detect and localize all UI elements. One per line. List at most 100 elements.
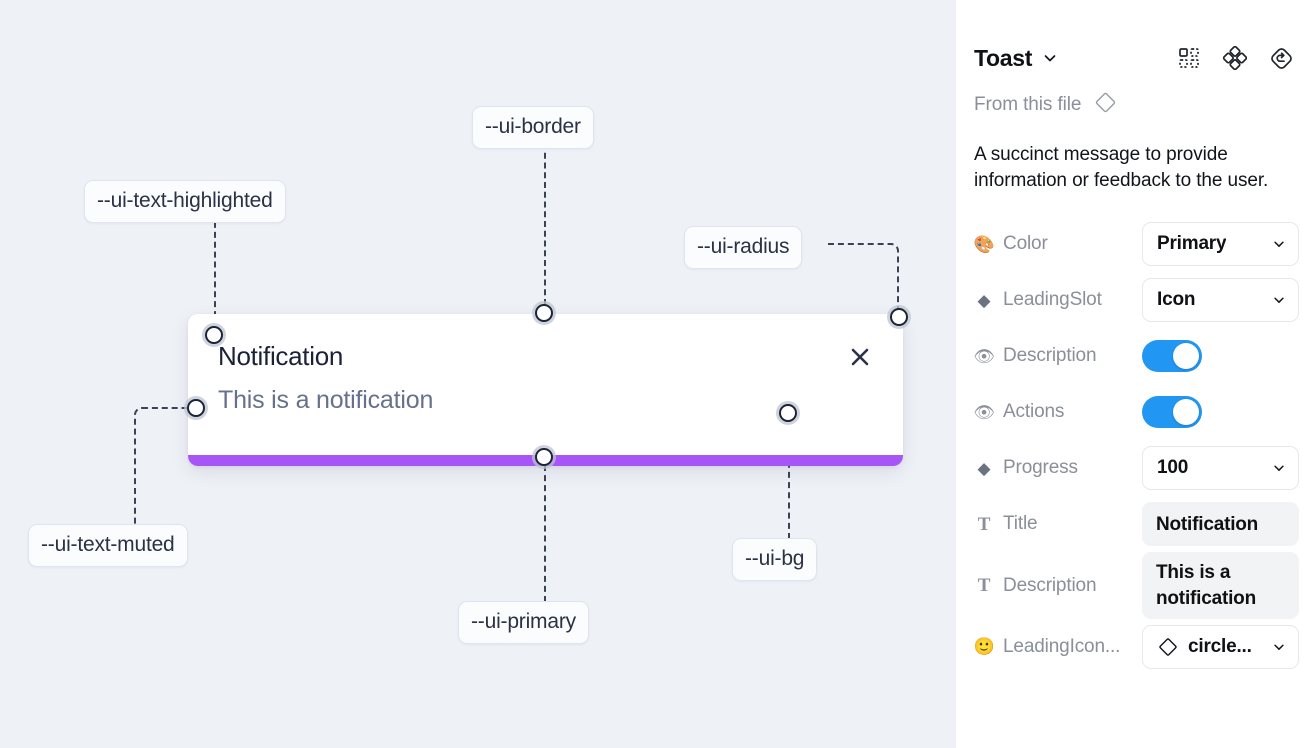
panel-header-actions: [1176, 45, 1294, 71]
toggle-knob: [1173, 343, 1199, 370]
token-label: --ui-radius: [697, 235, 790, 258]
panel-title: Toast: [974, 44, 1033, 71]
property-control-color: Primary: [1142, 222, 1299, 267]
property-label-text: Description: [1003, 574, 1097, 596]
close-icon[interactable]: [845, 342, 875, 372]
property-label-leading-icon: 🙂 LeadingIcon...: [974, 636, 1142, 658]
property-control-actions: [1142, 396, 1294, 429]
property-row-title: T Title Notification: [974, 496, 1299, 552]
toggle-knob: [1173, 399, 1199, 426]
color-select-value: Primary: [1157, 233, 1227, 255]
chevron-down-icon: [1266, 293, 1286, 307]
eye-icon: 👁: [974, 346, 995, 366]
token-pill-ui-border[interactable]: --ui-border: [472, 106, 594, 149]
property-control-leading-icon: circle...: [1142, 624, 1299, 669]
connector-ui-radius: [828, 243, 899, 310]
token-label: --ui-border: [485, 115, 581, 138]
from-this-file-row[interactable]: From this file: [974, 90, 1294, 120]
properties-panel: Toast: [956, 0, 1312, 748]
property-label-text: Color: [1003, 233, 1048, 255]
toast-preview-card[interactable]: Notification This is a notification: [188, 314, 903, 466]
component-set-icon[interactable]: [1176, 45, 1202, 71]
diamond-icon: [1093, 90, 1118, 120]
property-label-text: Title: [1003, 513, 1038, 535]
diamond-filled-icon: ◆: [977, 458, 991, 478]
diamond-filled-icon: ◆: [977, 290, 991, 310]
property-label-leading-slot: ◆ LeadingSlot: [974, 289, 1142, 311]
toast-content: Notification This is a notification: [188, 314, 903, 466]
title-input-value: Notification: [1156, 513, 1259, 535]
leading-slot-select-value: Icon: [1157, 289, 1196, 311]
chevron-down-icon: [1266, 237, 1286, 251]
actions-toggle[interactable]: [1142, 396, 1202, 429]
toast-description: This is a notification: [218, 385, 434, 414]
property-label-text: LeadingSlot: [1003, 289, 1102, 311]
property-control-description-text: This is a notification: [1142, 552, 1299, 619]
property-label-progress: ◆ Progress: [974, 457, 1142, 479]
token-pill-ui-text-highlighted[interactable]: --ui-text-highlighted: [84, 180, 286, 223]
property-label-text: Actions: [1003, 401, 1065, 423]
text-type-icon: T: [977, 575, 991, 597]
connector-ui-text-highlighted: [214, 212, 216, 327]
eye-icon: 👁: [974, 402, 995, 422]
leading-slot-select[interactable]: Icon: [1142, 278, 1299, 323]
token-pill-ui-bg[interactable]: --ui-bg: [732, 538, 818, 581]
property-row-leading-icon: 🙂 LeadingIcon... circle...: [974, 619, 1299, 675]
title-input[interactable]: Notification: [1142, 502, 1299, 547]
palette-icon: 🎨: [974, 234, 995, 254]
token-label: --ui-text-highlighted: [97, 189, 273, 212]
token-handle-ui-text-highlighted[interactable]: [205, 326, 223, 344]
property-row-description: 👁 Description: [974, 328, 1294, 384]
leading-icon-select[interactable]: circle...: [1142, 624, 1299, 669]
token-pill-ui-primary[interactable]: --ui-primary: [458, 601, 589, 644]
property-row-leading-slot: ◆ LeadingSlot Icon: [974, 272, 1299, 328]
leading-icon-select-value: circle...: [1188, 635, 1252, 657]
smiley-icon: 🙂: [974, 637, 995, 657]
property-label-text: Progress: [1003, 457, 1078, 479]
panel-header: Toast: [974, 30, 1294, 86]
connector-ui-border: [544, 143, 546, 305]
property-row-actions: 👁 Actions: [974, 384, 1294, 440]
property-row-color: 🎨 Color Primary: [974, 216, 1299, 272]
diamond-icon: [1157, 636, 1179, 658]
property-label-title: T Title: [974, 513, 1142, 535]
token-label: --ui-bg: [745, 547, 805, 570]
property-control-progress: 100: [1142, 446, 1299, 491]
property-row-progress: ◆ Progress 100: [974, 440, 1299, 496]
from-this-file-label: From this file: [974, 94, 1082, 115]
token-pill-ui-text-muted[interactable]: --ui-text-muted: [28, 524, 188, 567]
property-row-description-text: T Description This is a notification: [974, 552, 1299, 619]
reset-icon[interactable]: [1268, 45, 1294, 71]
token-handle-ui-text-muted[interactable]: [187, 399, 205, 417]
property-label-description: 👁 Description: [974, 345, 1142, 367]
token-handle-ui-bg[interactable]: [779, 404, 797, 422]
property-label-description-text: T Description: [974, 575, 1142, 597]
token-handle-ui-primary[interactable]: [535, 448, 553, 466]
token-label: --ui-text-muted: [41, 533, 175, 556]
color-select[interactable]: Primary: [1142, 222, 1299, 267]
design-canvas[interactable]: --ui-border --ui-text-highlighted --ui-r…: [0, 0, 956, 748]
description-input[interactable]: This is a notification: [1142, 552, 1299, 619]
property-list: 🎨 Color Primary ◆ LeadingSlot: [974, 216, 1299, 675]
token-pill-ui-radius[interactable]: --ui-radius: [684, 226, 803, 269]
property-control-description: [1142, 340, 1294, 373]
chevron-down-icon: [1266, 461, 1286, 475]
description-input-value: This is a notification: [1156, 562, 1256, 609]
chevron-down-icon: [1266, 640, 1286, 654]
progress-select-value: 100: [1157, 457, 1189, 479]
property-label-text: LeadingIcon...: [1003, 635, 1121, 657]
token-handle-ui-radius[interactable]: [890, 308, 908, 326]
property-label-color: 🎨 Color: [974, 233, 1142, 255]
description-toggle[interactable]: [1142, 340, 1202, 373]
token-handle-ui-border[interactable]: [535, 304, 553, 322]
component-description: A succinct message to provide informatio…: [974, 144, 1269, 192]
property-control-title: Notification: [1142, 502, 1299, 547]
chevron-down-icon[interactable]: [1042, 50, 1058, 66]
property-label-actions: 👁 Actions: [974, 401, 1142, 423]
variants-icon[interactable]: [1222, 45, 1248, 71]
toast-title: Notification: [218, 341, 344, 371]
text-type-icon: T: [977, 513, 991, 535]
connector-ui-primary: [544, 465, 546, 602]
progress-select[interactable]: 100: [1142, 446, 1299, 491]
